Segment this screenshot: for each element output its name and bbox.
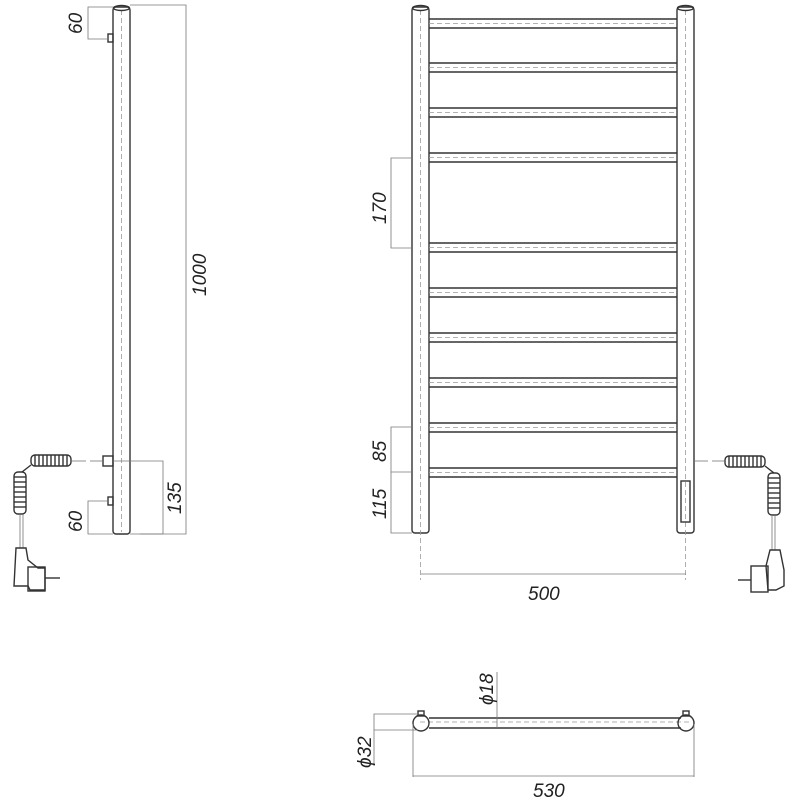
dim-rail-diameter: ϕ32 bbox=[355, 736, 376, 768]
rung bbox=[429, 332, 677, 343]
rung bbox=[429, 62, 677, 73]
top-bracket bbox=[107, 33, 114, 43]
rung bbox=[429, 18, 677, 29]
dim-rung-spacing-large: 170 bbox=[370, 192, 391, 224]
heater-element bbox=[680, 480, 691, 523]
rung bbox=[429, 467, 677, 478]
heater-box-outline bbox=[113, 460, 164, 534]
rung bbox=[429, 377, 677, 388]
rungs bbox=[429, 18, 677, 478]
bottom-bracket bbox=[107, 496, 114, 506]
side-rail bbox=[112, 6, 131, 535]
rung bbox=[429, 287, 677, 298]
rail-section-right bbox=[677, 714, 695, 732]
rail-section-left bbox=[412, 714, 430, 732]
top-view: ϕ18 ϕ32 530 bbox=[355, 672, 695, 800]
dim-axis-width: 500 bbox=[528, 584, 560, 605]
heater-connector bbox=[102, 455, 114, 467]
power-cord-right bbox=[694, 455, 781, 550]
rung bbox=[429, 422, 677, 433]
dim-overall-height: 1000 bbox=[190, 253, 211, 296]
dim-rung-spacing-small: 85 bbox=[370, 440, 391, 462]
rung bbox=[429, 242, 677, 253]
dim-bottom-rung-height: 115 bbox=[370, 488, 391, 519]
side-view: 60 1000 135 60 bbox=[13, 4, 211, 592]
dim-top-offset: 60 bbox=[66, 12, 87, 34]
plug-icon bbox=[13, 547, 60, 592]
rung bbox=[429, 152, 677, 163]
front-view: 170 85 115 500 bbox=[370, 4, 785, 605]
power-cord bbox=[13, 454, 103, 548]
dim-bottom-offset: 60 bbox=[66, 510, 87, 532]
dim-overall-width: 530 bbox=[533, 781, 565, 800]
dim-heater-height: 135 bbox=[165, 482, 186, 514]
plug-icon-right bbox=[738, 549, 785, 593]
rung bbox=[429, 107, 677, 118]
dim-rung-diameter: ϕ18 bbox=[477, 673, 498, 705]
